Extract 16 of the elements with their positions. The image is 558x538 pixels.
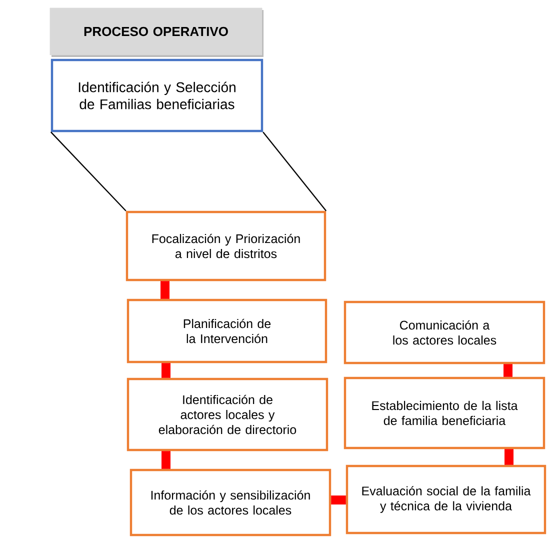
connector [504,449,514,465]
process-box: Comunicación a los actores locales [344,300,546,364]
process-box: Planificación de la Intervención [126,298,328,364]
connector [331,495,346,504]
process-box: Identificación y Selección de Familias beneficiarias [50,58,264,132]
process-box: Identificación de actores locales y elaboración de directorio [126,378,328,452]
header-box: PROCESO OPERATIVO [50,8,262,56]
connector [50,132,327,212]
connector [162,363,170,378]
connector [162,451,170,469]
process-box: Establecimiento de la lista de familia beneficiaria [344,376,546,450]
process-box: Información y sensibilización de los actores locales [130,468,332,536]
connector [504,364,512,377]
process-box: Evaluación social de la familia y técnica de la vivienda [346,464,546,534]
connector [160,281,170,299]
process-box: Focalización y Priorización a nivel de distritos [126,210,326,282]
